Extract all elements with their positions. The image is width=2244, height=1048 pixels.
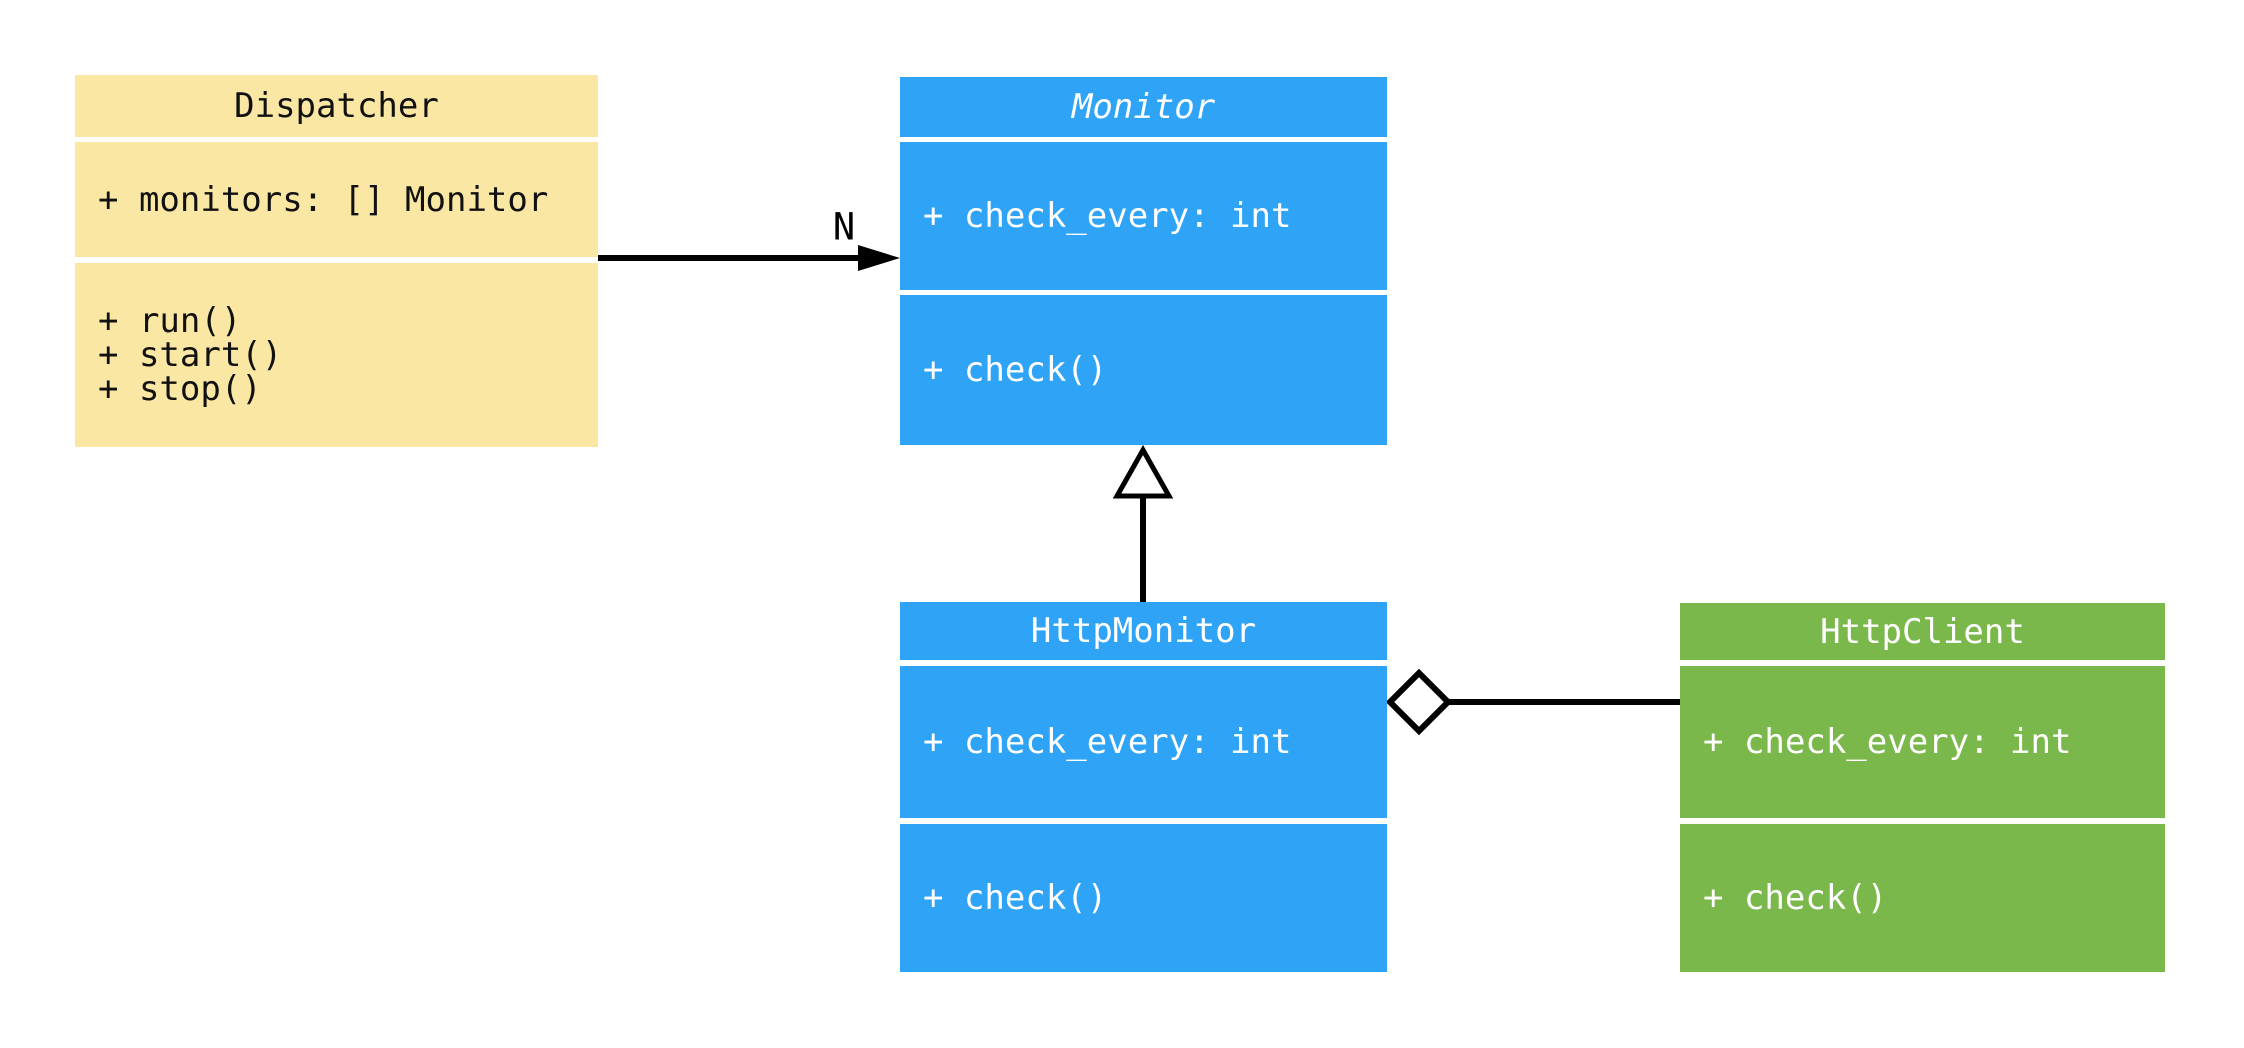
attribute-text: + check_every: int [1703,722,2072,762]
class-methods-compartment: + run() + start() + stop() [75,263,598,447]
class-methods-compartment: + check() [1680,824,2165,972]
class-title: HttpMonitor [900,602,1387,660]
association-arrowhead-icon [858,245,900,271]
method-text: + check() [923,878,1108,918]
class-attributes-compartment: + check_every: int [1680,666,2165,818]
class-title-abstract: Monitor [900,77,1387,137]
uml-class-httpclient: HttpClient + check_every: int + check() [1680,603,2165,972]
method-text: + check() [923,350,1108,390]
class-title: HttpClient [1680,603,2165,660]
association-multiplicity-label: N [832,205,856,249]
method-text: + check() [1703,878,1888,918]
uml-class-monitor: Monitor + check_every: int + check() [900,77,1387,445]
attribute-text: + check_every: int [923,196,1292,236]
class-title: Dispatcher [75,75,598,137]
uml-class-dispatcher: Dispatcher + monitors: [] Monitor + run(… [75,75,598,447]
class-attributes-compartment: + check_every: int [900,142,1387,290]
attribute-text: + monitors: [] Monitor [98,179,549,220]
uml-class-httpmonitor: HttpMonitor + check_every: int + check() [900,602,1387,972]
inheritance-triangle-icon [1112,444,1174,499]
method-text: + start() [98,335,283,375]
class-attributes-compartment: + monitors: [] Monitor [75,142,598,257]
class-methods-compartment: + check() [900,824,1387,972]
class-methods-compartment: + check() [900,295,1387,445]
class-attributes-compartment: + check_every: int [900,666,1387,818]
aggregation-edge-httpmonitor-httpclient [1385,668,1680,736]
association-edge-dispatcher-monitor [598,245,900,271]
inheritance-edge-httpmonitor-monitor [1112,444,1174,603]
method-text: + run() [98,301,242,341]
aggregation-diamond-icon [1385,668,1453,736]
method-text: + stop() [98,369,262,409]
attribute-text: + check_every: int [923,722,1292,762]
